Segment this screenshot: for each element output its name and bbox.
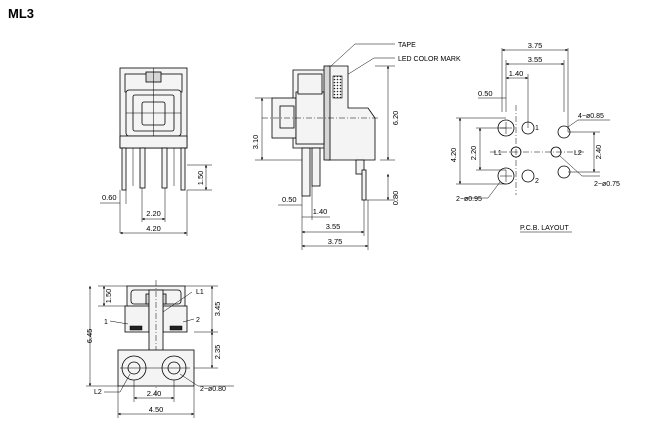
- pcb-hole-0-85: [557, 165, 571, 179]
- pcb-hole-0-85: [521, 169, 535, 183]
- dim-side-0-80: 0.80: [391, 191, 400, 206]
- pcb-hole-0-95: [497, 167, 515, 185]
- bottom-dim-4-50: 4.50: [149, 405, 164, 414]
- pcb-dim-1-40: 1.40: [509, 69, 524, 78]
- side-plunger-inner: [279, 105, 295, 129]
- pcb-dim-3-55: 3.55: [528, 55, 543, 64]
- front-leg: [180, 147, 186, 191]
- bottom-dim-3-45: 3.45: [213, 302, 222, 317]
- pcb-callout-0-85: 4−ø0.85: [578, 113, 604, 120]
- dim-side-1-40: 1.40: [313, 207, 328, 216]
- pcb-callout-0-95: 2−ø0.95: [456, 196, 482, 203]
- front-leg: [139, 147, 146, 189]
- bottom-dim-2-40: 2.40: [147, 389, 162, 398]
- side-top-block: [297, 73, 323, 95]
- bottom-dim-6-45: 6.45: [85, 329, 94, 344]
- pcb-hole-0-95: [497, 119, 515, 137]
- bottom-pin-2: 2: [196, 317, 200, 324]
- pcb-dim-2-40: 2.40: [594, 145, 603, 160]
- side-leg: [361, 169, 367, 201]
- pcb-callout-0-75: 2−ø0.75: [594, 181, 620, 188]
- label-tape: TAPE: [398, 42, 416, 49]
- dim-side-6-20: 6.20: [391, 111, 400, 126]
- side-tape: [323, 65, 331, 161]
- pcb-pin-L2: L2: [574, 150, 582, 157]
- side-leg: [355, 159, 365, 175]
- bottom-pin-1: 1: [104, 319, 108, 326]
- front-view: 1.50 0.60 2.20 4.20: [100, 67, 212, 236]
- pcb-hole-0-85: [521, 121, 535, 135]
- side-leg: [311, 147, 321, 187]
- front-leg: [161, 147, 168, 189]
- pcb-hole-0-85: [557, 125, 571, 139]
- led-color-mark-swatch: [332, 75, 343, 99]
- bottom-right-tab: [169, 325, 183, 331]
- dim-side-0-50: 0.50: [282, 195, 297, 204]
- dim-front-0-60: 0.60: [102, 193, 117, 202]
- pcb-layout-caption: P.C.B. LAYOUT: [520, 225, 569, 232]
- side-leg: [301, 147, 311, 197]
- dim-front-1-50: 1.50: [196, 171, 205, 186]
- bottom-callout-0-80: 2−ø0.80: [200, 386, 226, 393]
- bottom-view: 1 2 L1 L2 1.50 6.45 3.45 2.35 2.40 4.5: [85, 280, 234, 418]
- dim-side-3-10: 3.10: [251, 135, 260, 150]
- front-base: [119, 135, 188, 149]
- pcb-layout: 3.75 3.55 1.40 0.50 4.20 2.20 2.40: [449, 41, 620, 233]
- pcb-dim-2-20: 2.20: [469, 146, 478, 161]
- dim-front-4-20: 4.20: [146, 224, 161, 233]
- pcb-dim-3-75: 3.75: [528, 41, 543, 50]
- bottom-pin-L1: L1: [196, 289, 204, 296]
- pcb-pin-2: 2: [535, 178, 539, 185]
- bottom-left-tab: [129, 325, 143, 331]
- pcb-hole-L1: [510, 146, 522, 158]
- pcb-pin-1: 1: [535, 125, 539, 132]
- drawing-title: ML3: [8, 6, 34, 21]
- side-view: TAPE LED COLOR MARK 3.10 6.20 0.80: [251, 42, 461, 250]
- dim-side-3-75: 3.75: [328, 237, 343, 246]
- front-leg: [121, 147, 127, 191]
- bottom-dim-2-35: 2.35: [213, 345, 222, 360]
- pcb-hole-L2: [550, 146, 562, 158]
- dim-front-2-20: 2.20: [146, 209, 161, 218]
- bottom-dim-1-50: 1.50: [104, 289, 113, 304]
- dim-side-3-55: 3.55: [326, 222, 341, 231]
- pcb-pin-L1: L1: [494, 150, 502, 157]
- pcb-dim-4-20: 4.20: [449, 148, 458, 163]
- pcb-dim-0-50: 0.50: [478, 89, 493, 98]
- bottom-pin-L2: L2: [94, 389, 102, 396]
- label-led-color-mark: LED COLOR MARK: [398, 56, 461, 63]
